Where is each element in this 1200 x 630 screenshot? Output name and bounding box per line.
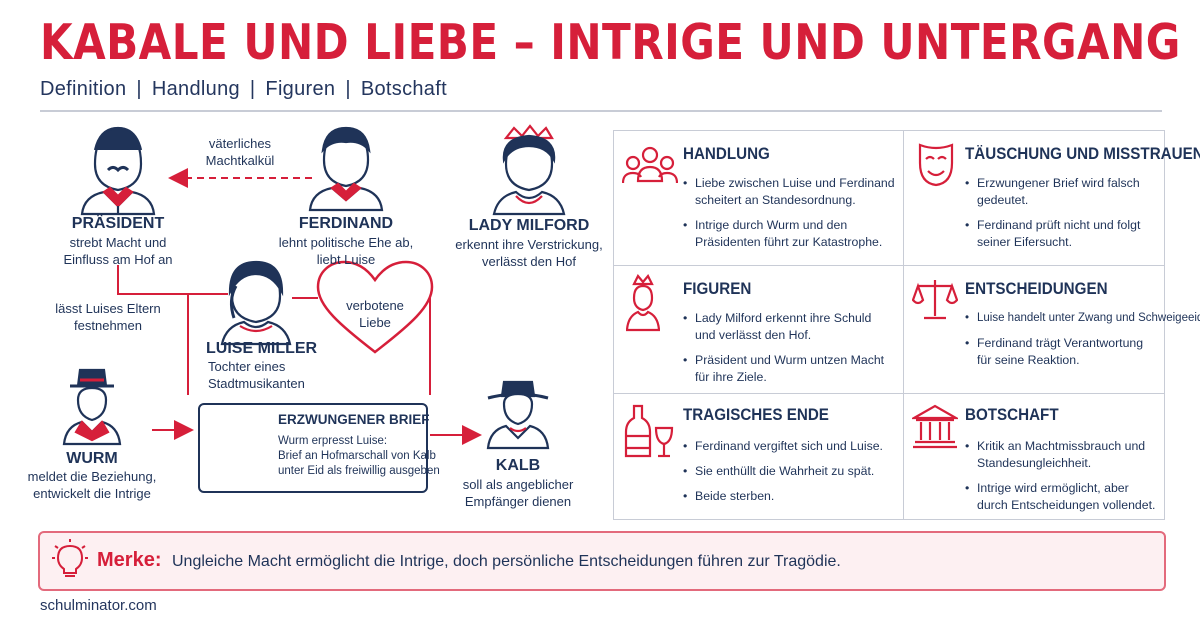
bullet-list: Liebe zwischen Luise und Ferdinand schei… [683, 175, 895, 259]
merke-label: Merke: [97, 549, 162, 571]
grid-divider [614, 265, 1164, 266]
list-item: Beide sterben. [683, 488, 895, 505]
ferdinand-name: FERDINAND [298, 215, 394, 232]
label-liebe: verbotene Liebe [346, 298, 404, 330]
list-item: Ferdinand prüft nicht und folgt seiner E… [965, 217, 1157, 251]
list-item: Lady Milford erkennt ihre Schuld und ver… [683, 310, 895, 344]
queen-icon [626, 274, 660, 332]
list-item: Ferdinand vergiftet sich und Luise. [683, 438, 895, 455]
lady-milford-desc: erkennt ihre Verstrickung, verlässt den … [455, 237, 603, 269]
wurm-desc: meldet die Beziehung, entwickelt die Int… [27, 469, 157, 501]
list-item: Liebe zwischen Luise und Ferdinand schei… [683, 175, 895, 209]
list-item: Erzwungener Brief wird falsch gedeutet. [965, 175, 1157, 209]
cell-tragisches-ende: TRAGISCHES ENDE Ferdinand vergiftet sich… [614, 394, 903, 519]
bullet-list: Ferdinand vergiftet sich und Luise. Sie … [683, 438, 895, 513]
lady-milford-icon [492, 124, 566, 216]
bullet-list: Lady Milford erkennt ihre Schuld und ver… [683, 310, 895, 394]
lady-milford-name: LADY MILFORD [468, 217, 590, 234]
bottle-glass-icon [624, 404, 674, 458]
grid-divider [614, 393, 1164, 394]
subtitle-separator: | [249, 78, 256, 100]
subtitle-item-botschaft: Botschaft [360, 78, 447, 100]
footer-site: schulminator.com [40, 597, 157, 614]
lightbulb-icon [52, 539, 88, 577]
list-item: Ferdinand trägt Verantwortung für seine … [965, 335, 1160, 369]
subtitle-separator: | [345, 78, 351, 100]
subtitle-item-definition: Definition [40, 78, 127, 100]
merke-text: Ungleiche Macht ermöglicht die Intrige, … [172, 553, 841, 570]
subtitle-item-handlung: Handlung [151, 78, 240, 100]
grid-divider [903, 131, 904, 519]
people-icon [622, 146, 678, 184]
kalb-desc: soll als angeblicher Empfänger dienen [462, 477, 574, 509]
merke-box [38, 531, 1166, 591]
courthouse-icon [912, 404, 958, 449]
cell-title: FIGUREN [683, 280, 752, 298]
bullet-list: Luise handelt unter Zwang und Schweigeei… [965, 310, 1200, 377]
list-item: Präsident und Wurm untzen Macht für ihre… [683, 352, 895, 386]
wurm-name: WURM [66, 450, 118, 467]
praesident-connector [117, 265, 228, 295]
praesident-name: PRÄSIDENT [71, 215, 165, 232]
luise-desc: Tochter eines Stadtmusikanten [208, 359, 305, 391]
list-item: Sie enthüllt die Wahrheit zu spät. [683, 463, 895, 480]
brief-text: Wurm erpresst Luise: Brief an Hofmarscha… [278, 435, 440, 477]
cell-title: HANDLUNG [683, 145, 770, 163]
ferdinand-desc: lehnt politische Ehe ab, liebt Luise [278, 235, 414, 267]
brief-box [198, 403, 428, 493]
cell-title: TRAGISCHES ENDE [683, 406, 829, 424]
bullet-list: Kritik an Machtmissbrauch und Standesung… [965, 438, 1157, 522]
praesident-desc: strebt Macht und Einfluss am Hof an [63, 235, 173, 267]
kalb-icon [486, 380, 550, 450]
list-item: Intrige wird ermöglicht, aber durch Ents… [965, 480, 1157, 514]
label-machtkalkuel: väterliches Machtkalkül [205, 136, 275, 168]
cell-botschaft: BOTSCHAFT Kritik an Machtmissbrauch und … [904, 394, 1164, 519]
heart-icon [316, 260, 434, 354]
page-title: KABALE UND LIEBE – INTRIGE UND UNTERGANG [40, 14, 1181, 71]
cell-title: BOTSCHAFT [965, 406, 1059, 424]
brief-title: ERZWUNGENER BRIEF [278, 412, 430, 427]
luise-icon [220, 260, 292, 346]
label-eltern: lässt Luises Eltern festnehmen [55, 301, 161, 333]
subtitle-nav: Definition | Handlung | Figuren | Botschaft [40, 78, 447, 101]
cell-title: ENTSCHEIDUNGEN [965, 280, 1108, 298]
list-item: Luise handelt unter Zwang und Schweigeei… [965, 310, 1200, 327]
summary-grid: HANDLUNG Liebe zwischen Luise und Ferdin… [613, 130, 1200, 520]
kalb-name: KALB [495, 457, 541, 474]
luise-name: LUISE MILLER [206, 340, 318, 357]
praesident-icon [80, 126, 156, 216]
list-item: Intrige durch Wurm und den Präsidenten f… [683, 217, 895, 251]
subtitle-item-figuren: Figuren [265, 78, 336, 100]
ferdinand-icon [308, 126, 384, 212]
list-item: Kritik an Machtmissbrauch und Standesung… [965, 438, 1157, 472]
subtitle-separator: | [136, 78, 142, 100]
cell-title: TÄUSCHUNG UND MISSTRAUEN [965, 145, 1200, 163]
cell-figuren: FIGUREN Lady Milford erkennt ihre Schuld… [614, 266, 903, 393]
wurm-icon [62, 368, 122, 446]
theater-mask-icon [918, 143, 954, 187]
cell-handlung: HANDLUNG Liebe zwischen Luise und Ferdin… [614, 131, 903, 265]
cell-taeuschung: TÄUSCHUNG UND MISSTRAUEN Erzwungener Bri… [904, 131, 1200, 265]
scales-icon [912, 280, 958, 320]
cell-entscheidungen: ENTSCHEIDUNGEN Luise handelt unter Zwang… [904, 266, 1200, 393]
header-divider [40, 110, 1162, 112]
bullet-list: Erzwungener Brief wird falsch gedeutet. … [965, 175, 1157, 259]
